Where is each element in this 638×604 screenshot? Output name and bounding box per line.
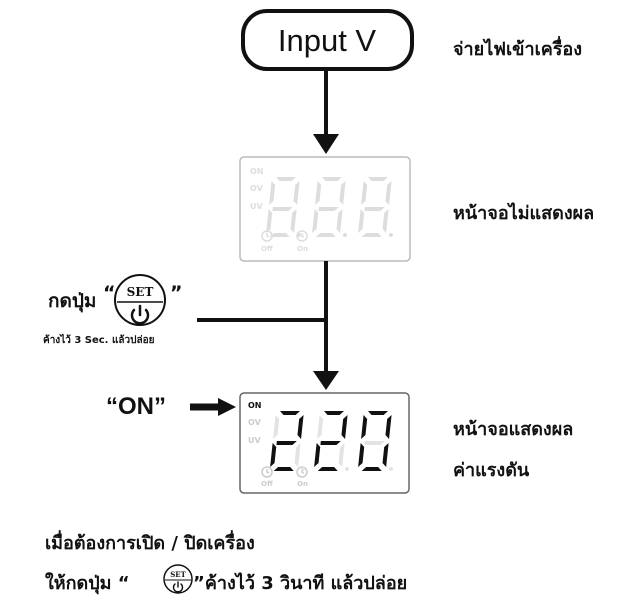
indicator-ov-off-state: OV [250, 184, 264, 193]
timer-on-icon-off-state [296, 230, 308, 242]
on-marker-arrow-head [218, 398, 236, 416]
input-voltage-label: Input V [278, 23, 377, 58]
indicator-uv-on-state: UV [248, 436, 261, 445]
display-on-caption-line1: หน้าจอแสดงผล [453, 419, 574, 440]
set-button-label: SET [127, 285, 154, 299]
display-on-caption-line2: ค่าแรงดัน [453, 460, 530, 481]
instruction-line-1: เมื่อต้องการเปิด / ปิดเครื่อง [45, 533, 255, 554]
flow-arrow-1-head [313, 134, 339, 154]
timer-off-label-off-state: Off [261, 245, 273, 253]
timer-off-label-on-state: Off [261, 480, 273, 488]
on-marker-label: “ON” [106, 393, 166, 420]
indicator-uv-off-state: UV [250, 202, 263, 211]
input-caption: จ่ายไฟเข้าเครื่อง [453, 39, 583, 60]
instruction-line-2-prefix: ให้กดปุ่ม “ [45, 573, 130, 594]
press-open-quote: “ [103, 282, 116, 304]
digit-2-first [270, 411, 304, 471]
timer-on-label-off-state: On [297, 245, 308, 253]
press-close-quote: ” [170, 282, 183, 304]
timer-on-label-on-state: On [297, 480, 308, 488]
digit-2-second [314, 411, 348, 471]
instruction-line-2-suffix: ”ค้างไว้ 3 วินาที แล้วปล่อย [193, 573, 408, 594]
press-instruction-prefix: กดปุ่ม [48, 290, 97, 312]
display-off-caption: หน้าจอไม่แสดงผล [453, 203, 595, 224]
digit-0 [358, 411, 392, 471]
set-power-button-small-icon: SET [163, 564, 193, 594]
set-button-small-label: SET [170, 570, 186, 579]
timer-off-icon-on-state [261, 466, 273, 478]
indicator-on-active: ON [248, 401, 262, 410]
flow-arrow-2-head [313, 371, 339, 390]
set-power-button-icon: SET [114, 274, 166, 326]
press-hold-note: ค้างไว้ 3 Sec. แล้วปล่อย [43, 335, 155, 346]
indicator-ov-on-state: OV [248, 418, 262, 427]
indicator-on-off-state: ON [250, 167, 264, 176]
